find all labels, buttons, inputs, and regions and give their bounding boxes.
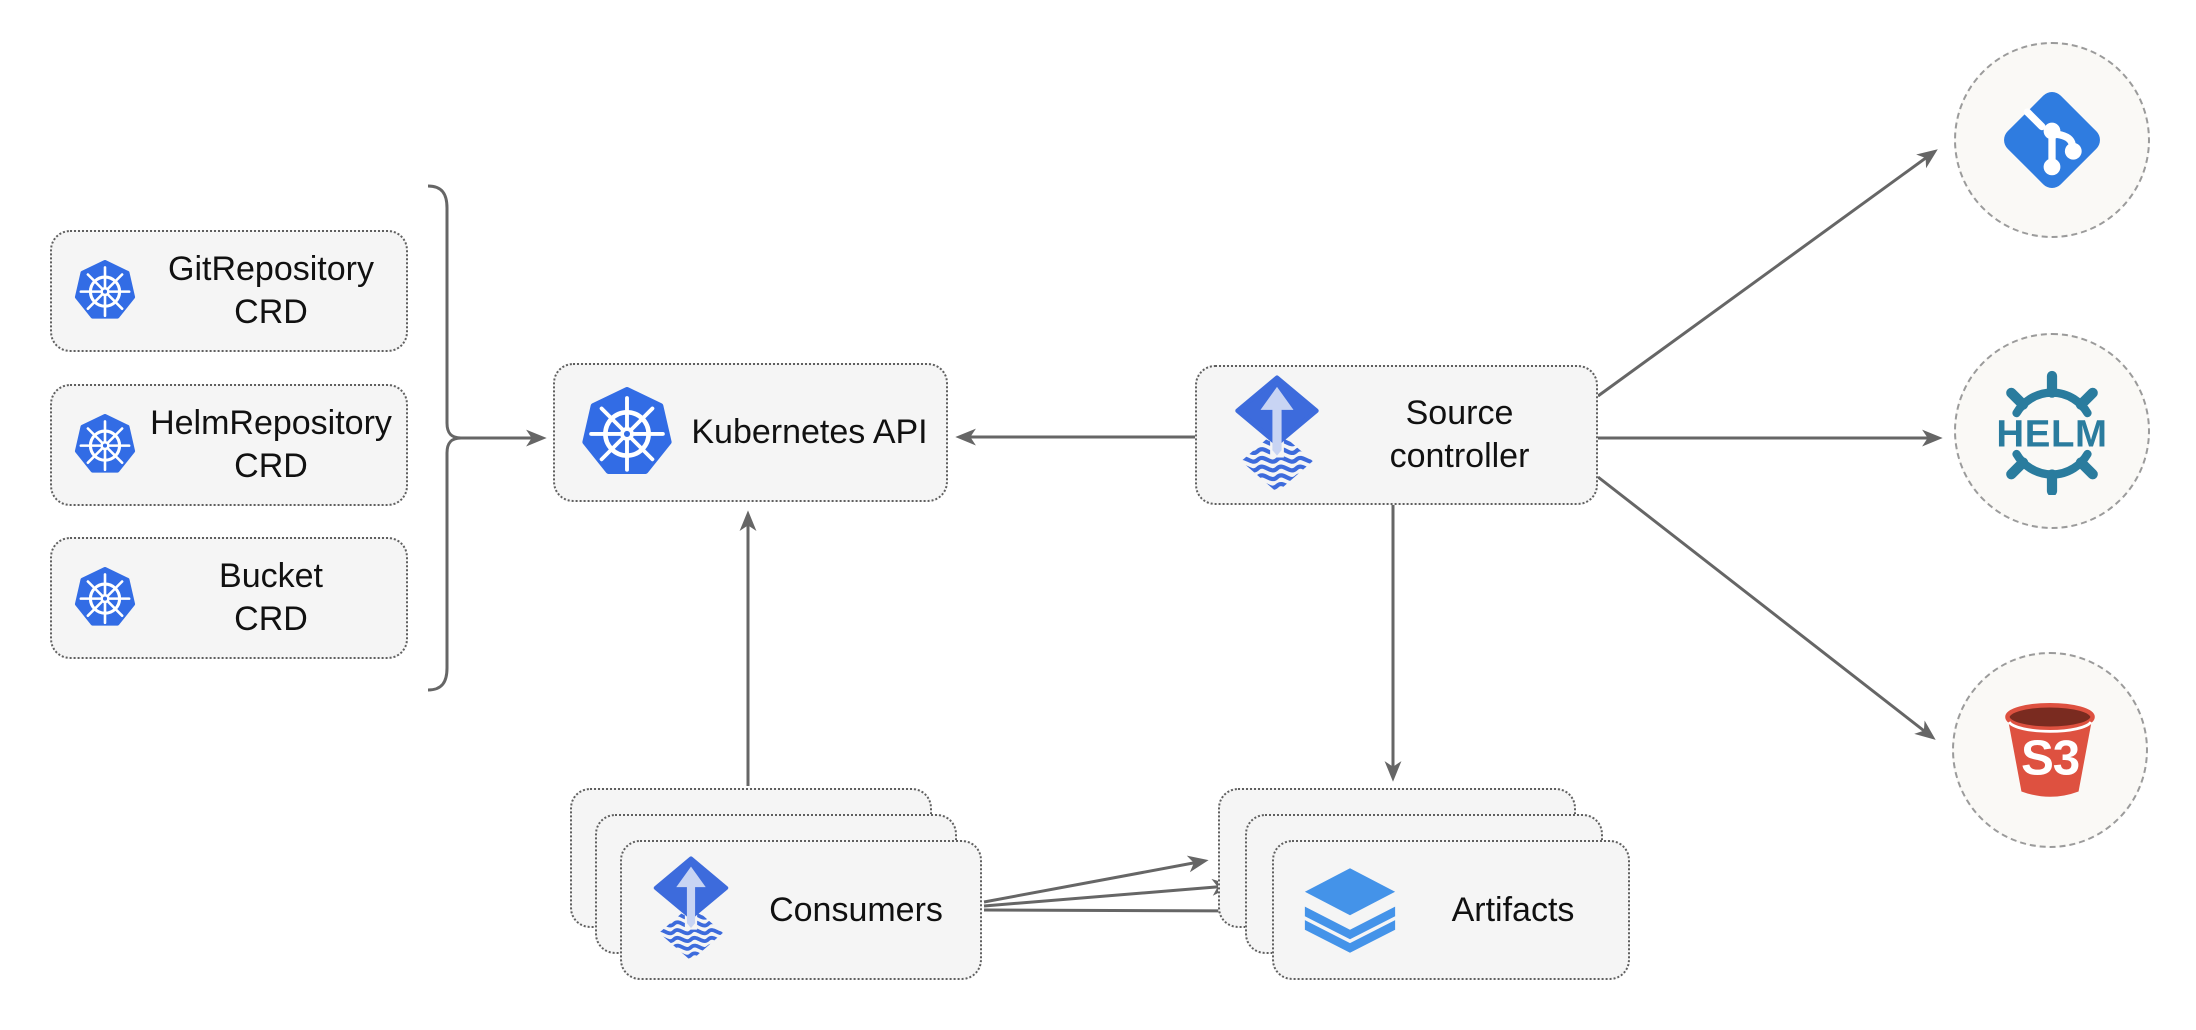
kubernetes-icon (74, 567, 136, 626)
node-artifacts: Artifacts (1272, 840, 1630, 980)
node-helm-circle: HELM (1954, 333, 2150, 529)
node-git-circle (1954, 42, 2150, 238)
node-label: Kubernetes API (691, 413, 928, 452)
flux-icon (1235, 374, 1319, 490)
helm-icon: HELM (1996, 370, 2107, 495)
arrow-consumers-to-artifacts-middle (983, 878, 1233, 908)
node-consumers-stack: Consumers (570, 788, 984, 982)
arrow-source-controller-to-git (1597, 149, 1938, 398)
node-kubernetes-api: Kubernetes API (553, 363, 948, 502)
node-label: Artifacts (1451, 890, 1575, 929)
s3-label: S3 (2021, 731, 2079, 786)
layers-icon (1304, 867, 1396, 953)
node-artifacts-stack: Artifacts (1218, 788, 1632, 982)
helm-label: HELM (1996, 412, 2107, 455)
git-icon (2004, 92, 2100, 188)
kubernetes-icon (74, 414, 136, 473)
kubernetes-icon (582, 386, 672, 474)
arrow-source-controller-to-s3 (1597, 475, 1936, 740)
arrow-consumers-to-artifacts-front (983, 902, 1263, 920)
s3-bucket-icon: S3 (2005, 702, 2095, 797)
flux-icon (653, 856, 729, 959)
node-label: Consumers (769, 890, 943, 929)
kubernetes-icon (74, 260, 136, 319)
node-s3-circle: S3 (1952, 652, 2148, 848)
node-consumers: Consumers (620, 840, 982, 980)
arrow-consumers-to-artifacts-back (983, 855, 1209, 904)
crd-group-bracket (427, 184, 462, 692)
